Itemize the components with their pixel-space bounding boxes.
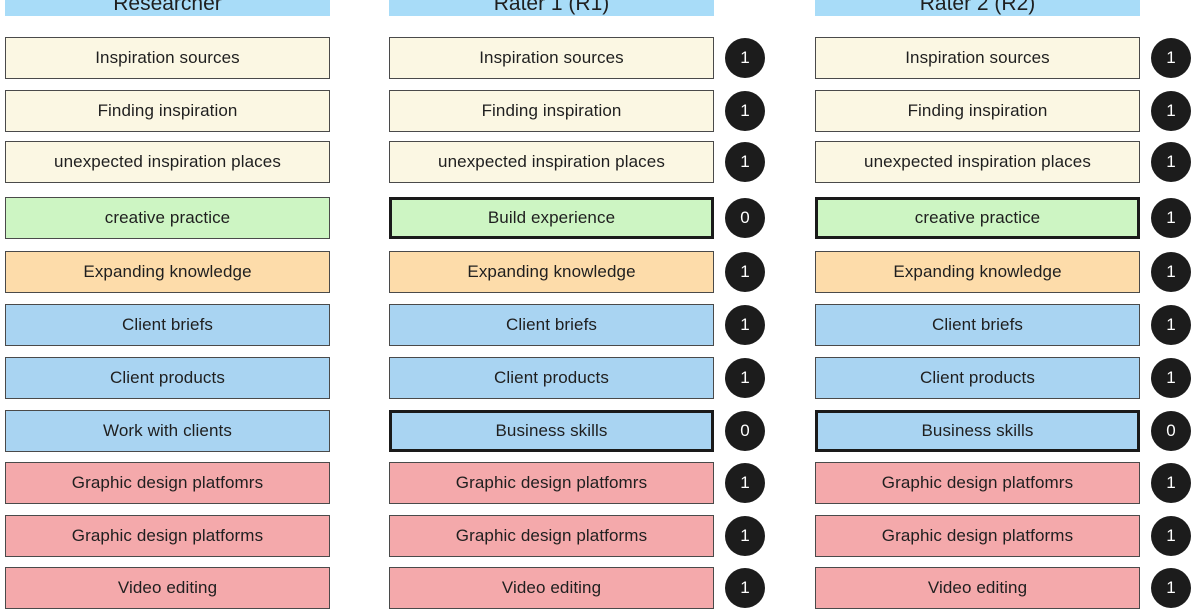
code-box: Inspiration sources — [815, 37, 1140, 79]
column-header: Researcher — [5, 0, 330, 16]
agreement-score-badge: 1 — [1151, 305, 1191, 345]
code-box: Video editing — [5, 567, 330, 609]
code-box: Finding inspiration — [5, 90, 330, 132]
agreement-score-badge: 1 — [1151, 568, 1191, 608]
code-box: Graphic design platfomrs — [815, 462, 1140, 504]
code-box: Expanding knowledge — [5, 251, 330, 293]
agreement-score-badge: 1 — [1151, 142, 1191, 182]
agreement-score-badge: 1 — [725, 516, 765, 556]
column-researcher: Researcher Inspiration sources Finding i… — [5, 0, 405, 609]
agreement-score-badge: 1 — [725, 305, 765, 345]
code-box: Graphic design platforms — [389, 515, 714, 557]
code-box: creative practice — [5, 197, 330, 239]
agreement-score-badge: 1 — [1151, 91, 1191, 131]
code-box: Expanding knowledge — [815, 251, 1140, 293]
agreement-score-badge: 1 — [1151, 38, 1191, 78]
code-box: Build experience — [389, 197, 714, 239]
code-box: unexpected inspiration places — [5, 141, 330, 183]
code-box: Finding inspiration — [389, 90, 714, 132]
column-rater-2: Rater 2 (R2) Inspiration sources 1 Findi… — [815, 0, 1200, 609]
agreement-score-badge: 1 — [1151, 463, 1191, 503]
agreement-score-badge: 1 — [725, 358, 765, 398]
code-box: Inspiration sources — [389, 37, 714, 79]
agreement-score-badge: 1 — [725, 568, 765, 608]
code-box: Inspiration sources — [5, 37, 330, 79]
code-box: Client briefs — [815, 304, 1140, 346]
column-header: Rater 2 (R2) — [815, 0, 1140, 16]
code-box: Client briefs — [5, 304, 330, 346]
code-box: creative practice — [815, 197, 1140, 239]
code-box: Work with clients — [5, 410, 330, 452]
agreement-score-badge: 1 — [1151, 198, 1191, 238]
code-box: Business skills — [815, 410, 1140, 452]
code-box: Business skills — [389, 410, 714, 452]
code-box: Graphic design platforms — [5, 515, 330, 557]
agreement-score-badge: 1 — [1151, 516, 1191, 556]
agreement-score-badge: 1 — [725, 252, 765, 292]
code-box: Client briefs — [389, 304, 714, 346]
agreement-score-badge: 1 — [1151, 358, 1191, 398]
column-rater-1: Rater 1 (R1) Inspiration sources 1 Findi… — [389, 0, 789, 609]
agreement-score-badge: 1 — [1151, 252, 1191, 292]
code-box: Graphic design platforms — [815, 515, 1140, 557]
code-box: unexpected inspiration places — [815, 141, 1140, 183]
code-box: Graphic design platfomrs — [389, 462, 714, 504]
agreement-score-badge: 0 — [725, 198, 765, 238]
agreement-score-badge: 0 — [725, 411, 765, 451]
code-box: Video editing — [815, 567, 1140, 609]
agreement-score-badge: 1 — [725, 463, 765, 503]
code-box: Graphic design platfomrs — [5, 462, 330, 504]
agreement-score-badge: 1 — [725, 38, 765, 78]
agreement-score-badge: 1 — [725, 91, 765, 131]
agreement-score-badge: 0 — [1151, 411, 1191, 451]
column-header: Rater 1 (R1) — [389, 0, 714, 16]
code-box: Video editing — [389, 567, 714, 609]
code-box: Client products — [815, 357, 1140, 399]
code-box: Client products — [389, 357, 714, 399]
agreement-score-badge: 1 — [725, 142, 765, 182]
code-box: Expanding knowledge — [389, 251, 714, 293]
code-box: unexpected inspiration places — [389, 141, 714, 183]
code-box: Client products — [5, 357, 330, 399]
code-box: Finding inspiration — [815, 90, 1140, 132]
